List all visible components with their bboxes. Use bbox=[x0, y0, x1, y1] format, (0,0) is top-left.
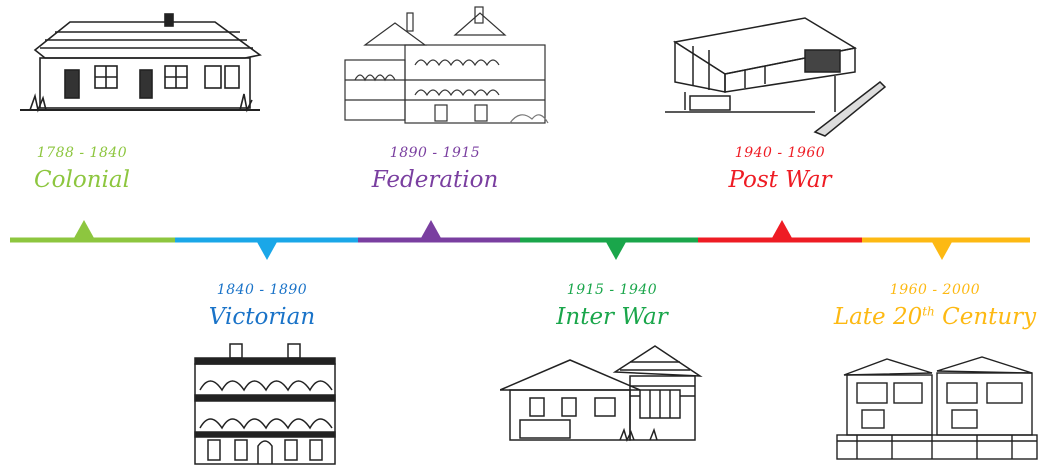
federation-mansion-illustration bbox=[335, 5, 550, 130]
marker-up-postwar bbox=[772, 220, 792, 238]
period-name: Inter War bbox=[556, 304, 668, 330]
period-name-superscript: th bbox=[922, 304, 935, 319]
period-name-main: Late 20 bbox=[833, 304, 923, 330]
late-20th-townhouse-illustration bbox=[832, 355, 1042, 465]
period-interwar: 1915 - 1940 Inter War bbox=[512, 282, 712, 330]
marker-up-federation bbox=[421, 220, 441, 238]
marker-down-interwar bbox=[606, 242, 626, 260]
period-years: 1915 - 1940 bbox=[566, 282, 658, 298]
period-name: Post War bbox=[728, 167, 832, 193]
period-late-20th-century: 1960 - 2000 Late 20th Century bbox=[830, 282, 1040, 330]
period-name: Colonial bbox=[34, 167, 130, 193]
colonial-cottage-illustration bbox=[15, 10, 265, 115]
period-postwar: 1940 - 1960 Post War bbox=[680, 145, 880, 193]
interwar-bungalow-illustration bbox=[500, 342, 710, 447]
period-years: 1788 - 1840 bbox=[36, 145, 128, 161]
marker-up-colonial bbox=[74, 220, 94, 238]
period-name-tail: Century bbox=[934, 304, 1037, 330]
period-name: Late 20th Century bbox=[830, 304, 1040, 330]
victorian-terrace-illustration bbox=[190, 340, 340, 470]
period-years: 1890 - 1915 bbox=[389, 145, 481, 161]
marker-down-late20 bbox=[932, 242, 952, 260]
period-colonial: 1788 - 1840 Colonial bbox=[0, 145, 182, 193]
period-years: 1840 - 1890 bbox=[216, 282, 308, 298]
period-years: 1960 - 2000 bbox=[889, 282, 981, 298]
period-name: Victorian bbox=[208, 304, 316, 330]
period-victorian: 1840 - 1890 Victorian bbox=[162, 282, 362, 330]
postwar-modern-illustration bbox=[665, 12, 890, 137]
marker-down-victorian bbox=[257, 242, 277, 260]
period-federation: 1890 - 1915 Federation bbox=[335, 145, 535, 193]
period-name: Federation bbox=[371, 167, 499, 193]
period-years: 1940 - 1960 bbox=[734, 145, 826, 161]
